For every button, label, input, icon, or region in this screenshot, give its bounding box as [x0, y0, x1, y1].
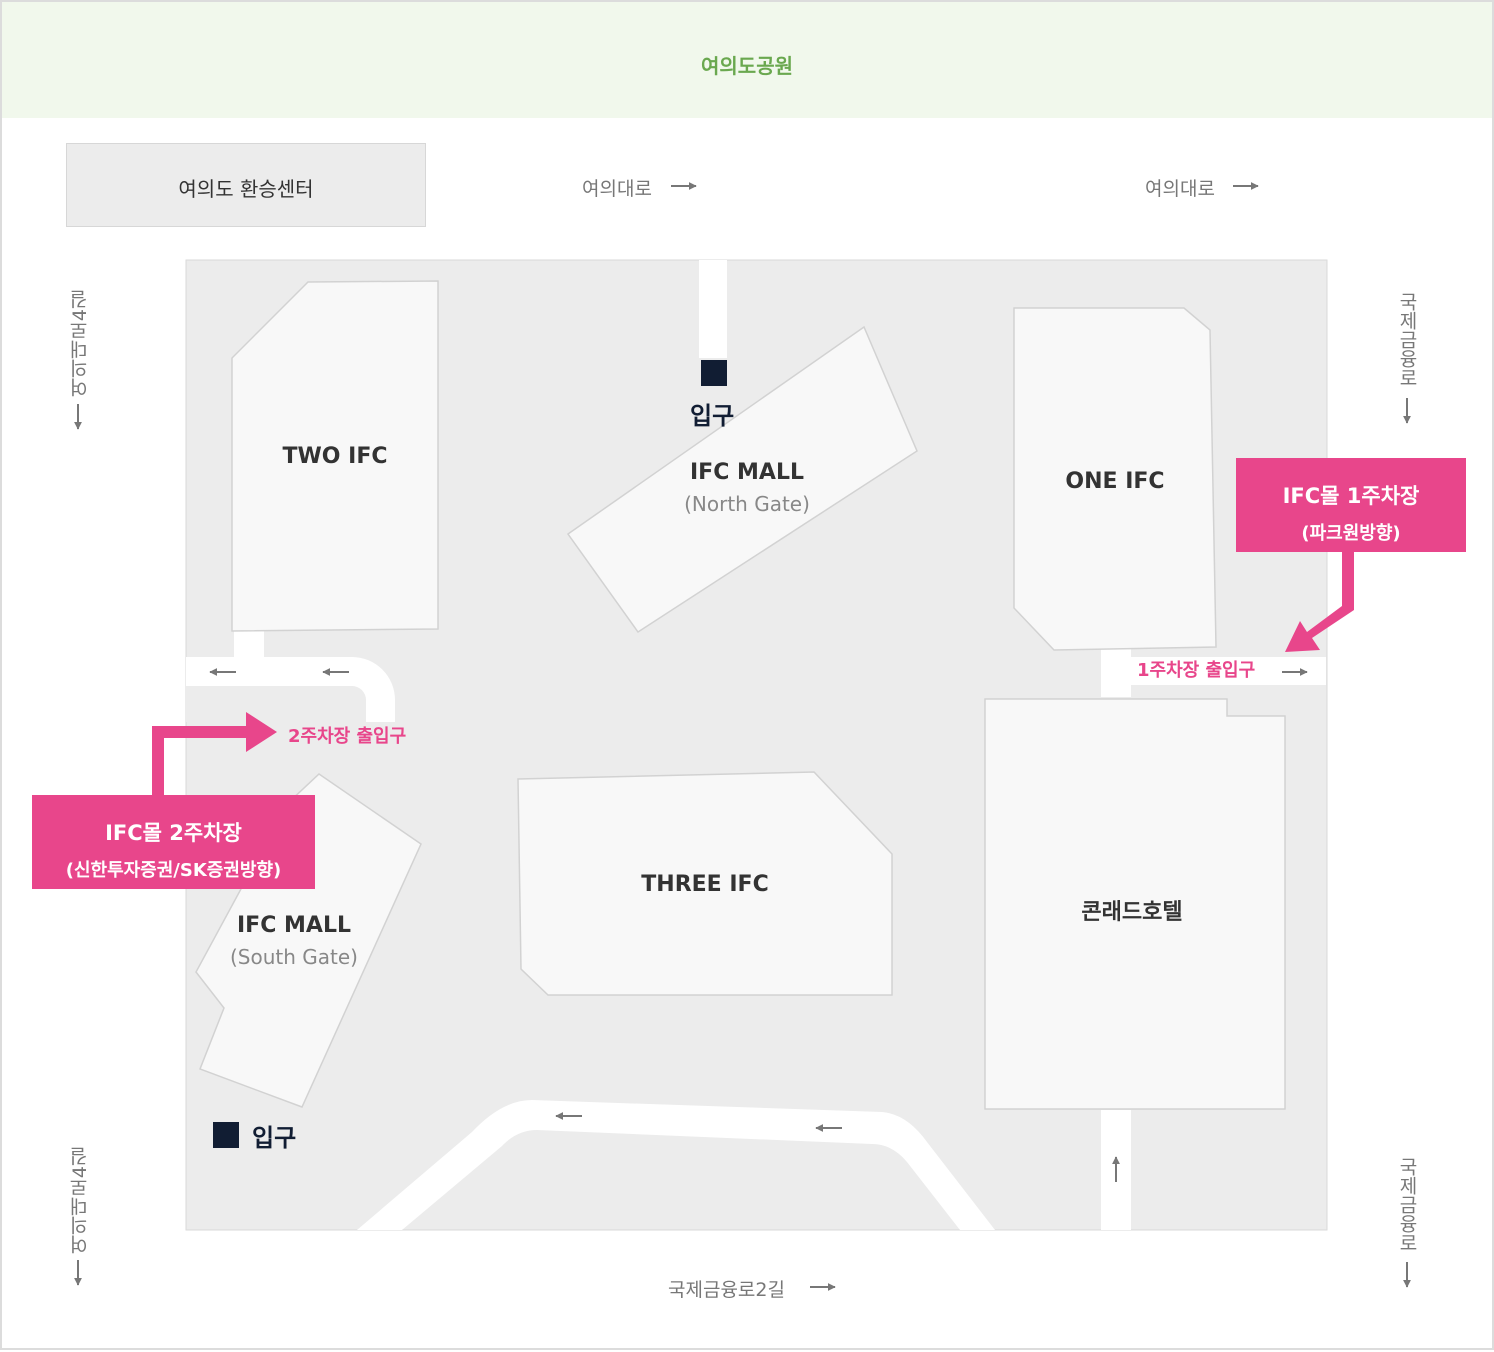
- ifc-mall-north-building: [566, 325, 918, 634]
- two-ifc-label: TWO IFC: [282, 444, 388, 469]
- ifc-mall-south-label: IFC MALL: [237, 913, 351, 938]
- park-label: 여의도공원: [701, 54, 793, 78]
- parking1-callout: IFC몰 1주차장 (파크원방향): [1236, 458, 1466, 552]
- road-label-yeouidaero-top-left: 여의대로: [582, 178, 652, 200]
- one-ifc-building: [1013, 307, 1217, 651]
- ifc-mall-south-gate-label: (South Gate): [230, 945, 358, 969]
- parking1-arrow-icon: [1285, 551, 1354, 652]
- two-ifc-building: [231, 280, 439, 632]
- parking2-title: IFC몰 2주차장: [105, 821, 242, 845]
- bottom-curve-road: [357, 1100, 995, 1230]
- road-arrows: [74, 182, 1411, 1291]
- yeouido-park-area: 여의도공원: [2, 2, 1492, 118]
- road-label-gukjegeumyungro2gil-bottom: 국제금융로2길: [668, 1279, 785, 1301]
- parking2-subtitle: (신한투자증권/SK증권방향): [65, 860, 282, 881]
- parking1-title: IFC몰 1주차장: [1282, 484, 1420, 508]
- south-entrance-label: 입구: [252, 1124, 297, 1152]
- road-label-gukjegeumyungro-right-bottom: 국제금융로: [1396, 1157, 1418, 1252]
- transfer-center-block: 여의도 환승센터: [66, 143, 426, 227]
- conrad-hotel-label: 콘래드호텔: [1081, 900, 1183, 925]
- one-ifc-label: ONE IFC: [1065, 469, 1165, 494]
- road-label-yeouidaero4gil-left-top: 여의대로4길: [69, 290, 91, 398]
- ifc-mall-north-label: IFC MALL: [690, 460, 804, 485]
- left-loop-inner: [186, 686, 366, 722]
- north-access-road: [699, 260, 727, 358]
- buildings: [195, 280, 1286, 1110]
- ifc-mall-north-gate-label: (North Gate): [684, 492, 810, 516]
- conrad-hotel-building: [984, 698, 1286, 1110]
- parking2-arrow-icon: [152, 712, 277, 797]
- parking2-callout: IFC몰 2주차장 (신한투자증권/SK증권방향): [32, 795, 315, 889]
- parking-arrows: [152, 551, 1354, 797]
- road-label-yeouidaero-top-right: 여의대로: [1145, 178, 1215, 200]
- two-ifc-connector: [234, 628, 264, 660]
- parking2-entrance-label: 2주차장 출입구: [288, 726, 407, 747]
- south-entrance-marker-icon: [213, 1122, 239, 1148]
- north-entrance-marker-icon: [701, 360, 727, 386]
- north-entrance-label: 입구: [690, 402, 735, 430]
- three-ifc-building: [517, 771, 893, 996]
- parking1-subtitle: (파크원방향): [1301, 523, 1401, 544]
- three-ifc-label: THREE IFC: [641, 872, 769, 897]
- road-label-gukjegeumyungro-right-top: 국제금융로: [1396, 292, 1418, 387]
- parking1-entrance-label: 1주차장 출입구: [1137, 660, 1256, 681]
- road-label-yeouidaero4gil-left-bottom: 여의대로4길: [69, 1147, 91, 1255]
- transfer-center-label: 여의도 환승센터: [178, 177, 314, 201]
